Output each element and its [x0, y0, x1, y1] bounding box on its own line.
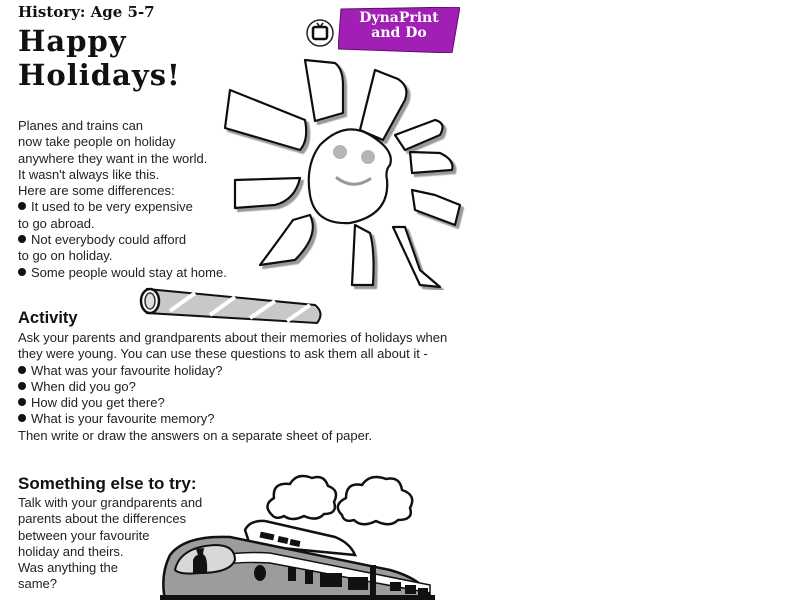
activity-intro-line: they were young. You can use these quest… — [18, 346, 428, 362]
intro-line: It wasn't always like this. — [18, 166, 160, 182]
rolled-paper-illustration — [135, 283, 325, 333]
sun-illustration — [215, 55, 465, 295]
intro-text: Planes and trains can now take people on… — [18, 118, 248, 281]
page-title: Happy Holidays! — [18, 24, 181, 92]
difference-continuation: to go on holiday. — [18, 248, 113, 264]
question-item: What is your favourite memory? — [18, 411, 488, 427]
difference-bullet: It used to be very expensive — [18, 199, 248, 215]
dynaprint-badge: DynaPrint and Do — [338, 7, 460, 53]
subject-label: History: Age 5-7 — [18, 3, 155, 21]
activity-text: Ask your parents and grandparents about … — [18, 330, 488, 444]
question-item: How did you get there? — [18, 395, 488, 411]
clouds-illustration — [262, 470, 432, 540]
something-else-line: between your favourite — [18, 527, 150, 543]
something-else-line: parents about the differences — [18, 511, 187, 527]
difference-continuation: to go abroad. — [18, 215, 95, 231]
badge-line-2: and Do — [371, 25, 427, 41]
activity-heading: Activity — [18, 309, 78, 327]
something-else-line: same? — [18, 576, 58, 592]
intro-line: anywhere they want in the world. — [18, 150, 208, 166]
something-else-heading: Something else to try: — [18, 474, 197, 493]
intro-line: Here are some differences: — [18, 183, 175, 199]
train-illustration — [160, 515, 435, 605]
something-else-line: holiday and theirs. — [18, 543, 124, 559]
title-line-1: Happy — [18, 24, 127, 58]
difference-bullet: Not everybody could afford — [18, 232, 248, 248]
question-item: What was your favourite holiday? — [18, 363, 488, 379]
something-else-line: Talk with your grandparents and — [18, 495, 203, 510]
title-line-2: Holidays! — [18, 58, 181, 92]
tv-icon — [305, 18, 335, 53]
badge-line-1: DynaPrint — [359, 10, 439, 26]
something-else-line: Was anything the — [18, 560, 118, 576]
activity-intro-line: Ask your parents and grandparents about … — [18, 330, 448, 345]
difference-bullet: Some people would stay at home. — [18, 265, 248, 281]
activity-closing: Then write or draw the answers on a sepa… — [18, 427, 373, 443]
question-item: When did you go? — [18, 379, 488, 395]
intro-line: Planes and trains can — [18, 118, 144, 133]
intro-line: now take people on holiday — [18, 134, 176, 150]
something-else-text: Talk with your grandparents and parents … — [18, 495, 238, 593]
